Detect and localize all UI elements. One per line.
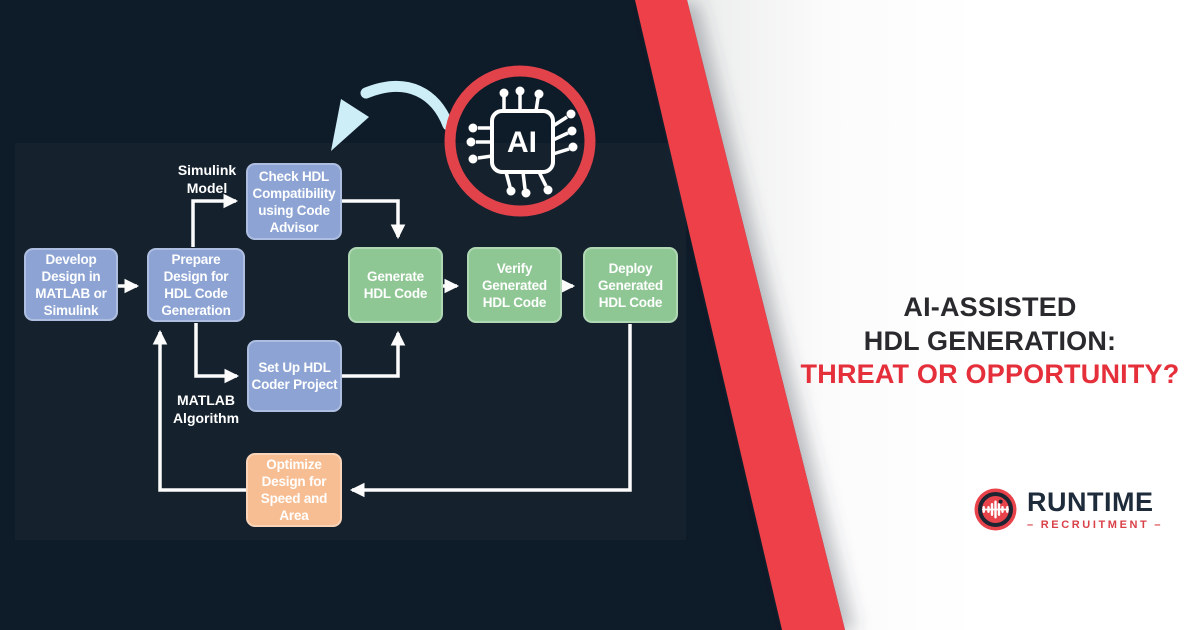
ai-badge-text: AI: [507, 126, 537, 159]
edge-setup-generate: [342, 330, 406, 378]
headline-line2: HDL GENERATION:: [863, 325, 1117, 356]
flow-box-generate-code: Generate HDL Code: [348, 247, 443, 323]
ai-chip-icon: AI: [444, 65, 596, 217]
runtime-recruitment-logo: RUNTIME – RECRUITMENT –: [973, 487, 1163, 532]
edge-prepare-check: [191, 193, 239, 247]
logo-dash-right: –: [1154, 518, 1164, 531]
white-side-panel: [687, 0, 1200, 630]
headline-line1: AI-ASSISTED: [903, 292, 1077, 322]
red-stripe: [635, 0, 845, 630]
logo-subtitle: – RECRUITMENT –: [1027, 519, 1163, 531]
logo-name: RUNTIME: [1027, 486, 1154, 517]
edge-deploy-optimize: [349, 324, 632, 498]
edge-label-simulink-model: Simulink Model: [177, 162, 237, 196]
flow-box-optimize-design: Optimize Design for Speed and Area: [246, 453, 342, 527]
logo-subtitle-text: RECRUITMENT: [1040, 518, 1150, 531]
headline-line3: THREAT OR OPPORTUNITY?: [800, 359, 1180, 389]
soundwave-dumbbell-icon: [974, 488, 1017, 531]
logo-text: RUNTIME – RECRUITMENT –: [1027, 486, 1163, 531]
edge-label-matlab-algorithm: MATLAB Algorithm: [172, 392, 240, 426]
edge-optimize-prepare: [152, 329, 246, 492]
flow-box-prepare-design: Prepare Design for HDL Code Generation: [147, 248, 245, 322]
flow-box-develop-design: Develop Design in MATLAB or Simulink: [24, 248, 118, 321]
flow-box-verify-code: Verify Generated HDL Code: [467, 247, 562, 323]
logo-dash-left: –: [1027, 518, 1036, 531]
flow-box-deploy-code: Deploy Generated HDL Code: [583, 247, 678, 323]
flow-box-setup-project: Set Up HDL Coder Project: [247, 340, 342, 412]
edge-check-generate: [342, 199, 406, 240]
curved-arrow-icon: [331, 80, 454, 151]
edge-prepare-setup: [194, 323, 240, 384]
flowchart-panel: [15, 143, 686, 540]
headline: AI-ASSISTED HDL GENERATION: THREAT OR OP…: [790, 291, 1190, 392]
flow-box-check-compatibility: Check HDL Compatibility using Code Advis…: [246, 163, 342, 240]
